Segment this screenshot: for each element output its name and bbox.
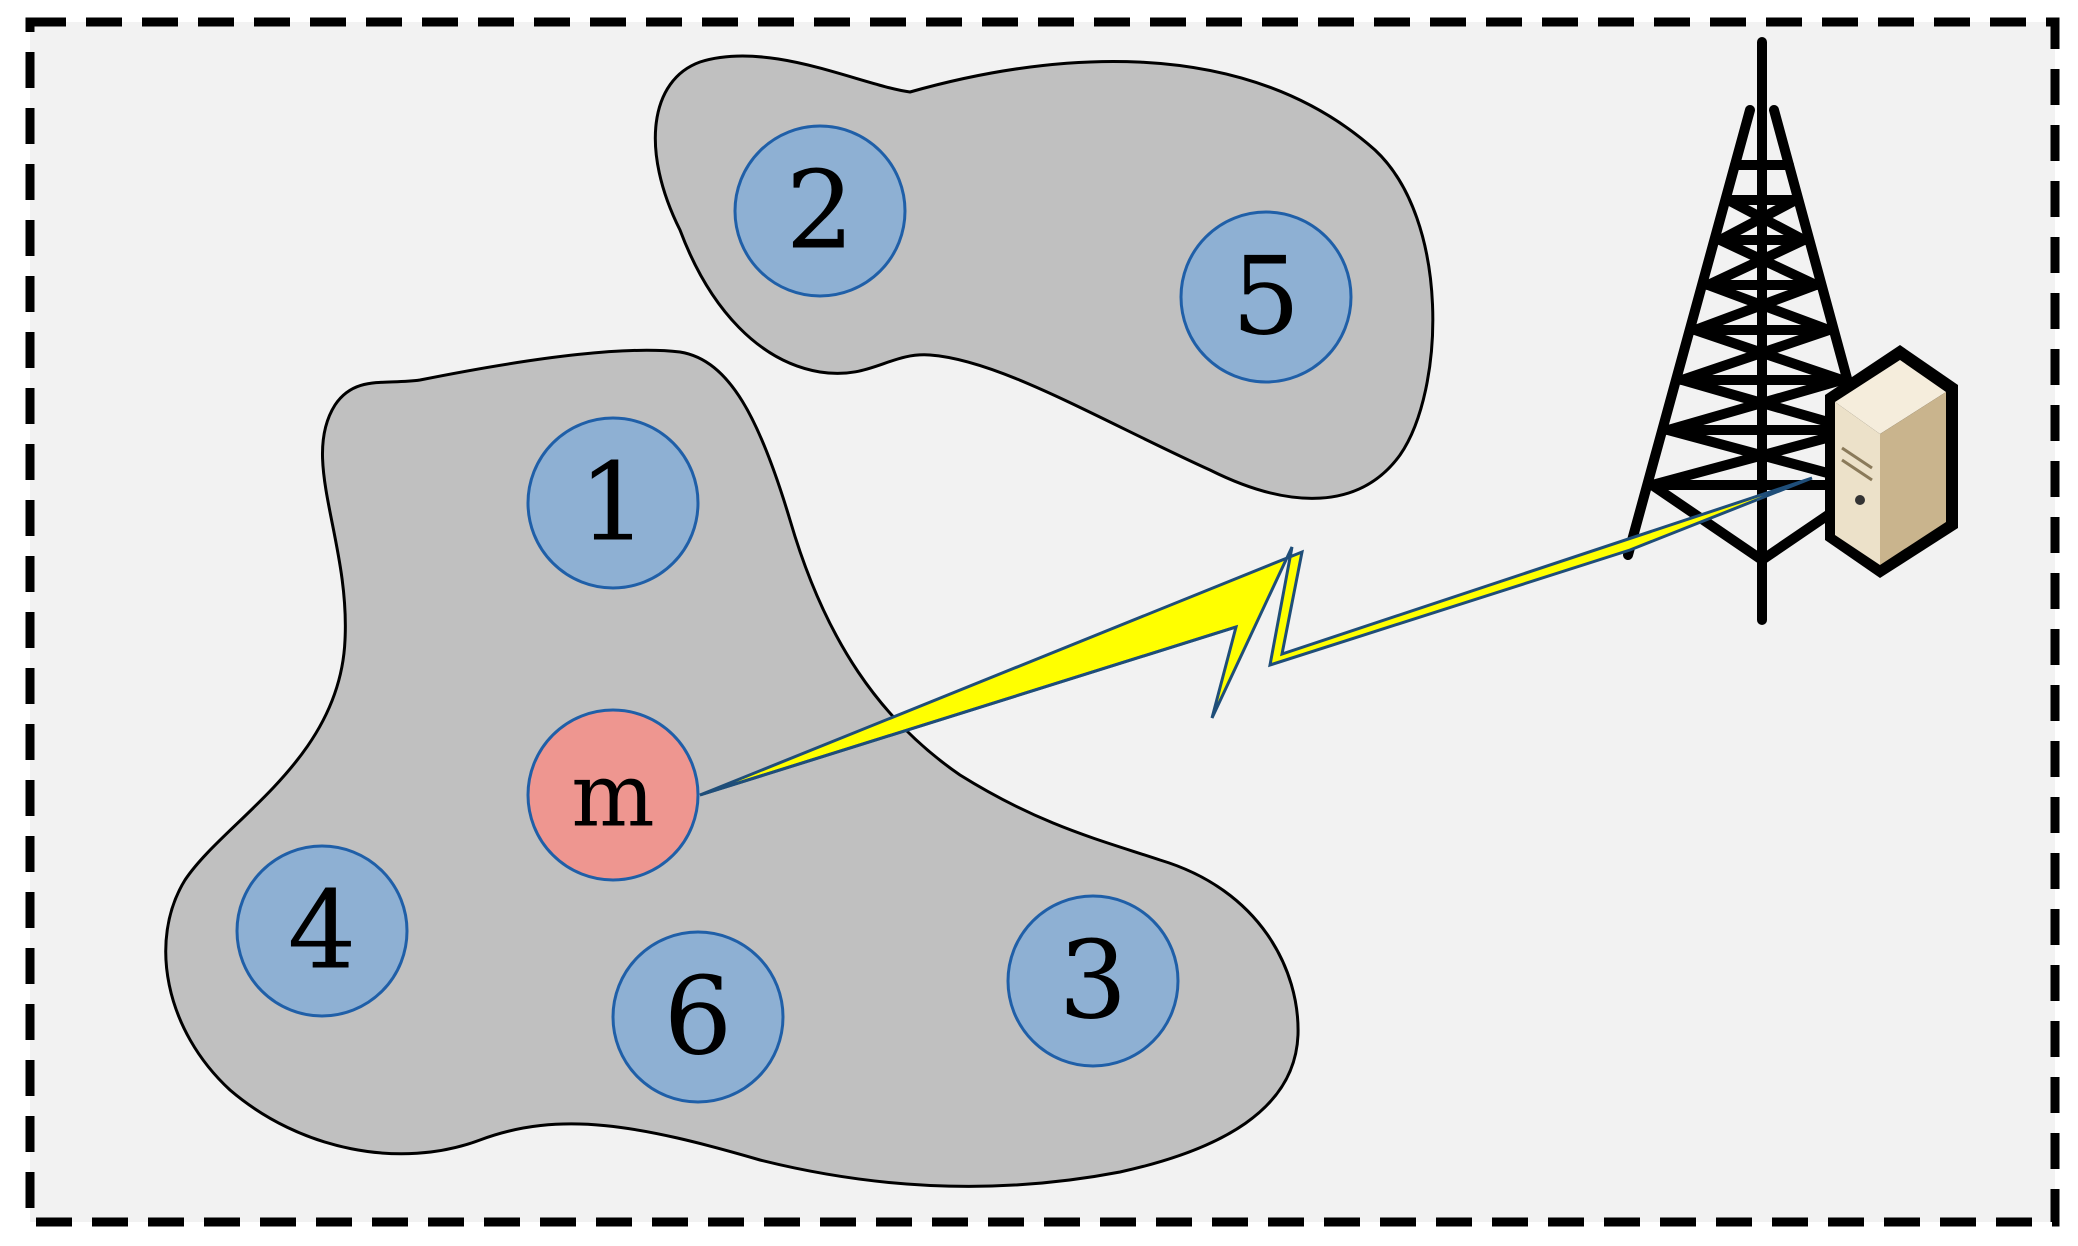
node-3: 3 [1006, 894, 1180, 1068]
node-2-label: 2 [786, 149, 855, 274]
node-m: m [526, 708, 700, 882]
node-4-label: 4 [288, 869, 357, 994]
node-3-label: 3 [1059, 919, 1128, 1044]
node-6-label: 6 [664, 955, 733, 1080]
node-1: 1 [526, 416, 700, 590]
node-5: 5 [1179, 210, 1353, 384]
signal-stroke-left [699, 625, 1237, 797]
node-m-label: m [571, 744, 654, 847]
node-4: 4 [235, 844, 409, 1018]
node-6: 6 [611, 930, 785, 1104]
server-icon [1825, 345, 1958, 578]
node-1-label: 1 [579, 441, 648, 566]
lightning-bolt-link [699, 476, 1813, 797]
node-5-label: 5 [1232, 235, 1301, 360]
node-2: 2 [733, 124, 907, 298]
